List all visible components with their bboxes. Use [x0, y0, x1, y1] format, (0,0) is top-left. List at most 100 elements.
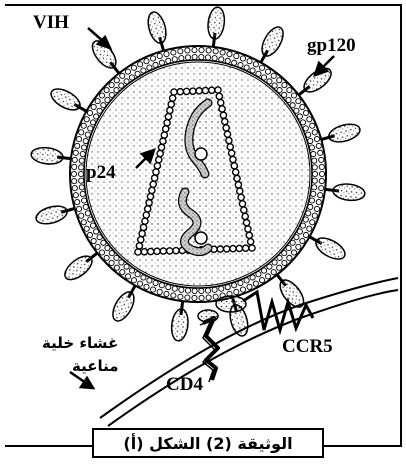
lipid-head [312, 178, 317, 183]
lipid-head [150, 56, 155, 61]
lipid-head [164, 291, 169, 296]
cell-membrane-outer [100, 278, 398, 418]
lipid-head [247, 284, 252, 289]
capsid-bead [165, 114, 171, 120]
capsid-bead [183, 88, 189, 94]
lipid-head [212, 56, 217, 61]
lipid-head [79, 185, 84, 190]
lipid-head [309, 145, 314, 150]
lipid-head [192, 47, 197, 52]
gp120-knob [170, 308, 190, 342]
lipid-head [157, 289, 162, 294]
capsid-bead [139, 230, 145, 236]
capsid-bead [163, 126, 169, 132]
capsid-bead [141, 249, 147, 255]
gp120-knob [34, 203, 69, 227]
lipid-head [81, 123, 86, 128]
lipid-head [265, 69, 270, 74]
capsid-bead [218, 100, 224, 106]
lipid-head [319, 157, 324, 162]
lipid-head [316, 199, 321, 204]
gp120-knob [206, 6, 226, 40]
lipid-head [166, 285, 171, 290]
lipid-head [185, 55, 190, 60]
lipid-head [227, 51, 232, 56]
lipid-head [72, 178, 77, 183]
capsid-bead [148, 248, 154, 254]
lipid-head [79, 213, 84, 218]
lipid-head [144, 59, 149, 64]
lipid-head [179, 56, 184, 61]
lipid-head [199, 54, 204, 59]
gp120-knob [313, 234, 349, 264]
capsid-bead [227, 144, 233, 150]
capsid-bead [229, 150, 235, 156]
lipid-head [114, 78, 119, 83]
lipid-head [79, 178, 84, 183]
lipid-head [318, 193, 323, 198]
lipid-head [72, 164, 77, 169]
lipid-head [91, 104, 96, 109]
capsid-bead [152, 175, 158, 181]
capsid-bead [147, 194, 153, 200]
capsid-bead [161, 132, 167, 138]
cell-membrane-inner [108, 290, 398, 426]
lipid-head [307, 226, 312, 231]
capsid-bead [245, 226, 251, 232]
lipid-head [253, 281, 258, 286]
lipid-head [172, 57, 177, 62]
lipid-head [95, 99, 100, 104]
capsid-bead [171, 89, 177, 95]
lipid-head [76, 206, 81, 211]
capsid-bead [248, 239, 254, 245]
capsid-bead [202, 87, 208, 93]
lipid-head [307, 117, 312, 122]
lipid-head [205, 288, 210, 293]
lipid-head [81, 145, 86, 150]
lipid-head [240, 287, 245, 292]
lipid-head [79, 130, 84, 135]
gp120-knob [30, 146, 64, 166]
lipid-head [75, 143, 80, 148]
lipid-head [282, 260, 287, 265]
lipid-head [71, 171, 76, 176]
label-gp120: gp120 [307, 35, 356, 56]
lipid-head [91, 238, 96, 243]
lipid-head [234, 53, 239, 58]
lipid-head [234, 289, 239, 294]
capsid-bead [231, 163, 237, 169]
gp120-bound [216, 296, 246, 312]
capsid-bead [230, 156, 236, 162]
capsid-bead [233, 169, 239, 175]
lipid-head [311, 151, 316, 156]
gp120-knob [109, 289, 139, 325]
lipid-head [277, 265, 282, 270]
lipid-head [199, 295, 204, 300]
lipid-head [78, 171, 83, 176]
capsid-bead [158, 144, 164, 150]
lipid-head [225, 58, 230, 63]
lipid-head [172, 286, 177, 291]
figure-caption: الوثيقة (2) الشكل (أ) [92, 428, 324, 458]
lipid-head [179, 287, 184, 292]
lipid-head [178, 49, 183, 54]
capsid-bead [177, 89, 183, 95]
capsid-bead [224, 131, 230, 137]
lipid-head [192, 54, 197, 59]
lipid-head [73, 193, 78, 198]
capsid-bead [136, 243, 142, 249]
capsid-bead [223, 125, 229, 131]
label-vih: VIH [33, 12, 69, 33]
lipid-head [300, 104, 305, 109]
capsid-bead [135, 249, 141, 255]
capsid-bead [167, 248, 173, 254]
capsid-bead [154, 163, 160, 169]
lipid-head [296, 244, 301, 249]
lipid-head [178, 294, 183, 299]
capsid-bead [170, 95, 176, 101]
capsid-bead [216, 93, 222, 99]
capsid-bead [220, 112, 226, 118]
lipid-head [79, 165, 84, 170]
lipid-head [213, 49, 218, 54]
